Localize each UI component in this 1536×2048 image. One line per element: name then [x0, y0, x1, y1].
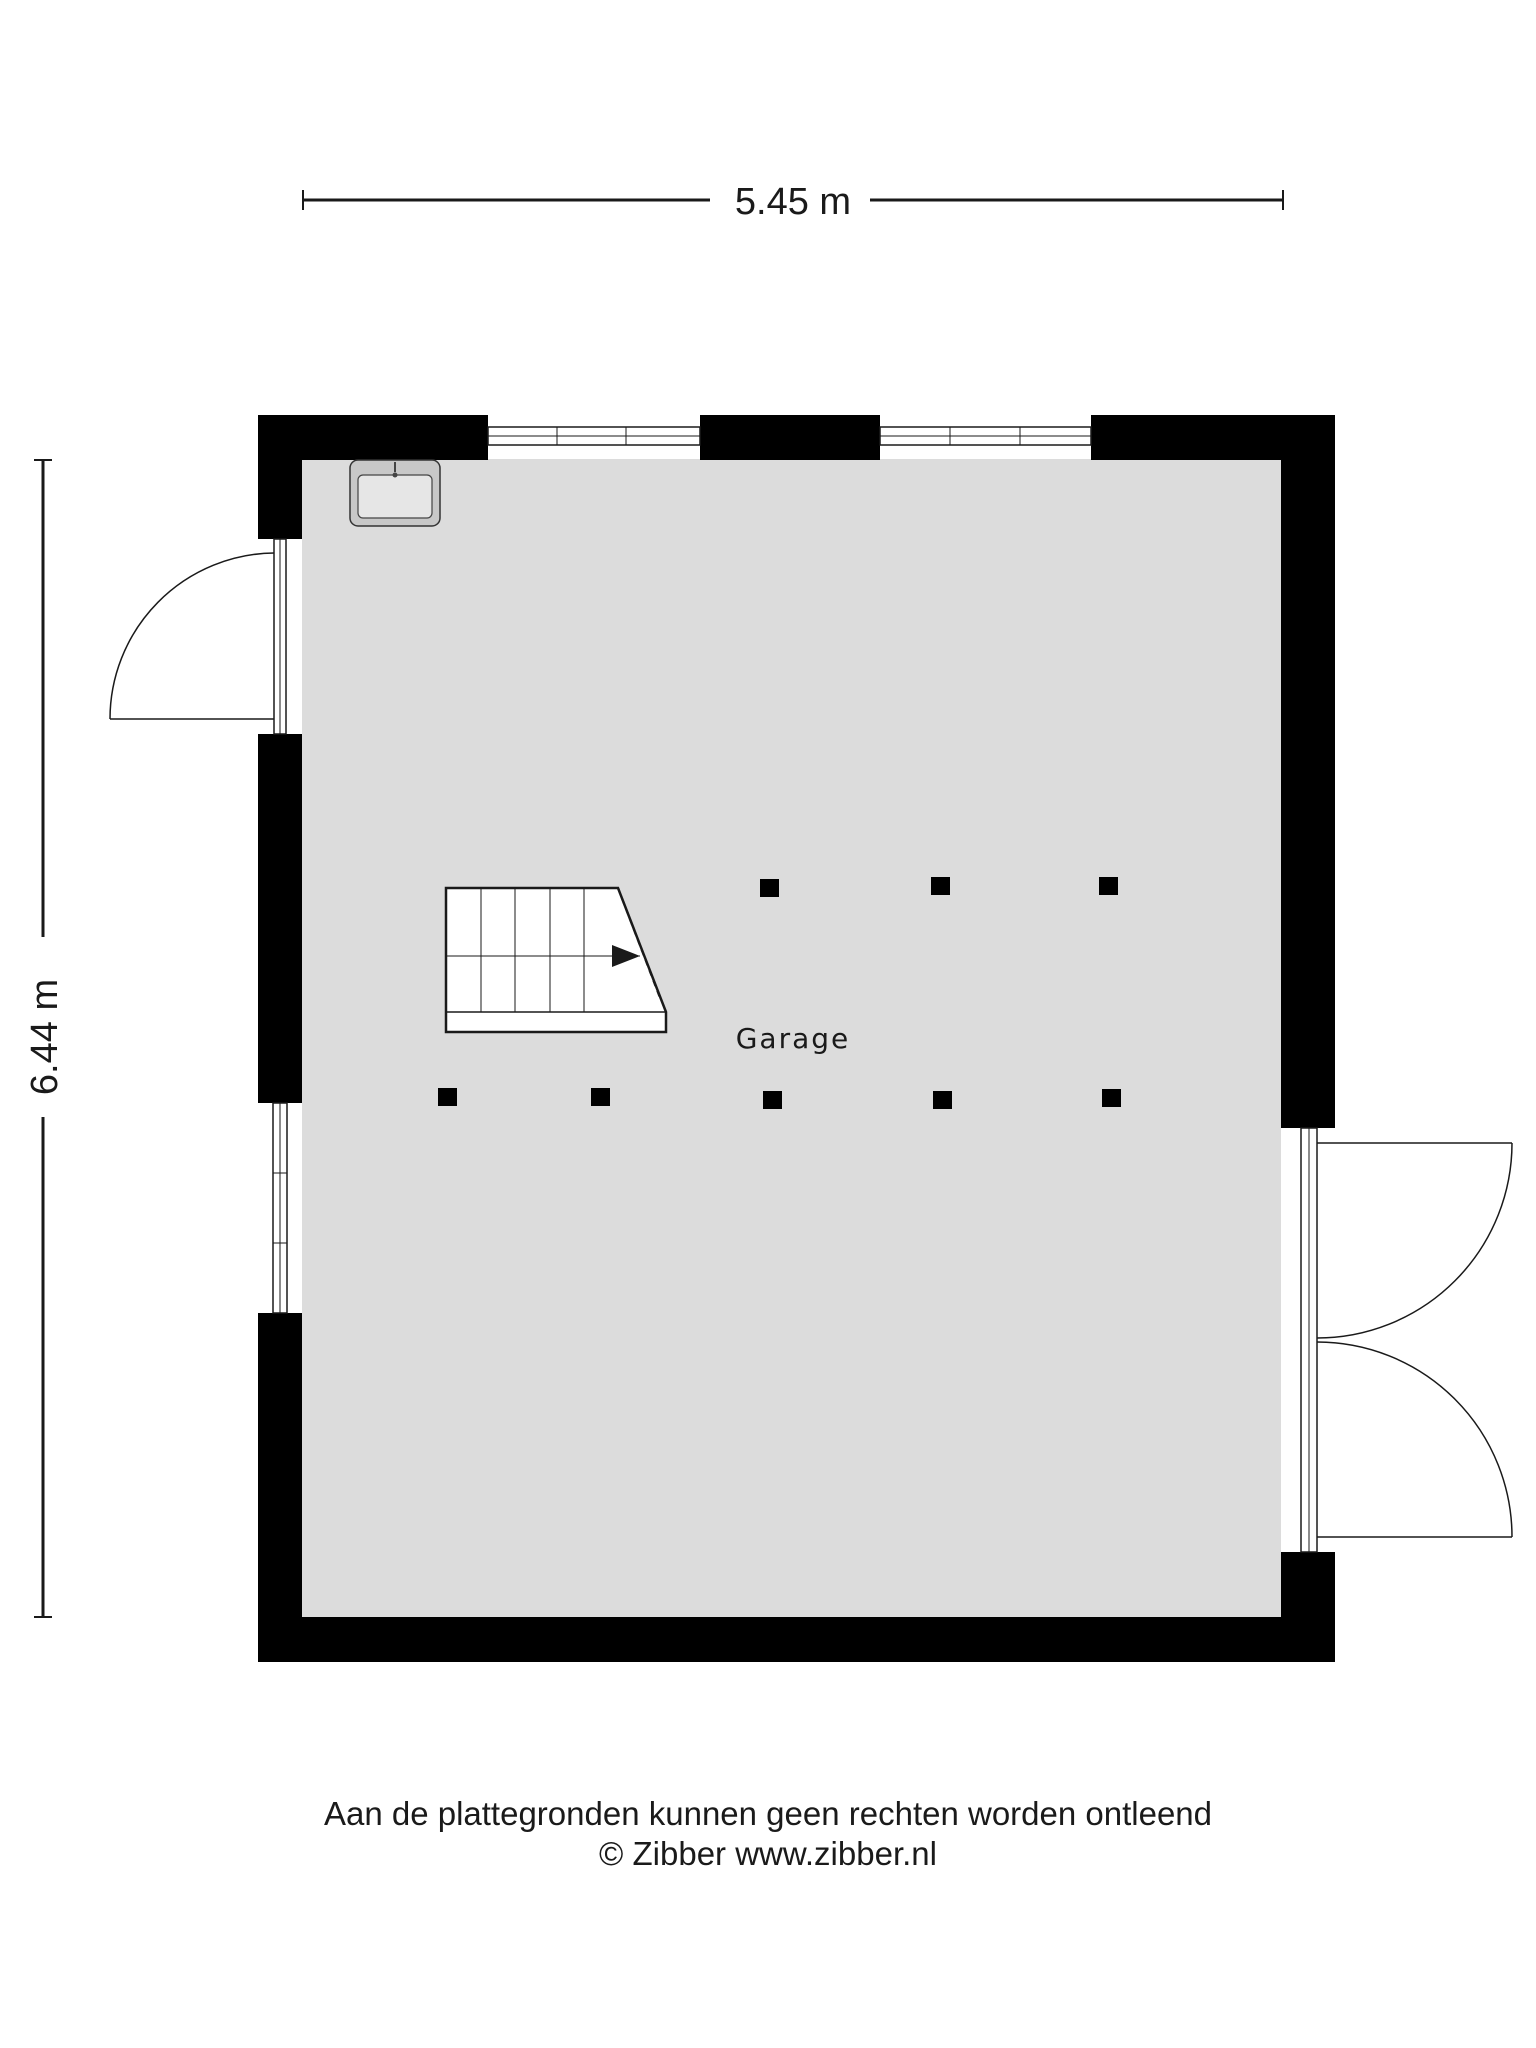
staircase: [444, 886, 668, 1034]
height-dimension-label: 6.44 m: [24, 979, 66, 1095]
height-dimension: 6.44 m: [24, 459, 66, 1618]
top-window-right: [879, 426, 1092, 446]
top-window-left: [487, 426, 701, 446]
footer-credit: © Zibber www.zibber.nl: [599, 1835, 937, 1872]
left-window: [272, 1102, 288, 1314]
room-label-garage: Garage: [736, 1022, 851, 1055]
post: [1102, 1089, 1121, 1107]
width-dimension: 5.45 m: [302, 181, 1284, 223]
post: [438, 1088, 457, 1106]
stair-direction-arrow-icon: [612, 945, 640, 967]
width-dimension-label: 5.45 m: [735, 181, 851, 223]
post: [591, 1088, 610, 1106]
post: [933, 1091, 952, 1109]
exterior-walls: [258, 415, 1335, 1662]
post: [760, 879, 779, 897]
post: [931, 877, 950, 895]
post: [763, 1091, 782, 1109]
sink-icon: [349, 459, 441, 527]
structural-posts: [438, 877, 1121, 1109]
footer-disclaimer: Aan de plattegronden kunnen geen rechten…: [323, 1795, 1213, 1832]
garage-floor: [302, 459, 1281, 1617]
post: [1099, 877, 1118, 895]
left-door: [109, 538, 287, 735]
right-double-door: [1300, 1127, 1513, 1553]
